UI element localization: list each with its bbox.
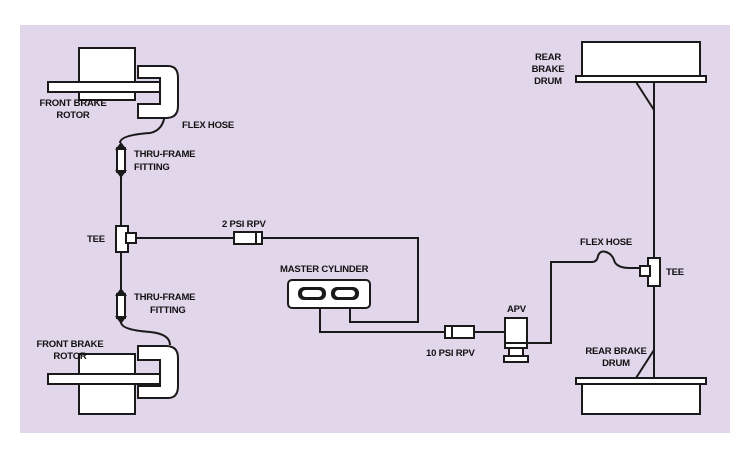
2psi-to-master-line [262, 237, 419, 323]
rear-brake-drum-top [575, 41, 707, 83]
label-master-cylinder: MASTER CYLINDER [280, 264, 369, 275]
label-flex-hose-left: FLEX HOSE [182, 120, 234, 131]
thru-frame-fitting-top [115, 142, 127, 178]
front-flex-hose-top [119, 109, 166, 144]
label-10psi-rpv: 10 PSI RPV [426, 348, 476, 359]
front-caliper-bottom [137, 345, 179, 399]
label-thru-frame-top-2: FITTING [134, 162, 170, 173]
front-flex-hose-bottom [120, 321, 171, 346]
label-front-brake-rotor-top-2: ROTOR [56, 110, 89, 121]
label-front-brake-rotor-bottom: FRONT BRAKE [37, 339, 104, 350]
thru-frame-fitting-bottom [115, 288, 127, 324]
rpv-2psi-valve [233, 231, 263, 245]
master-cylinder [287, 279, 371, 309]
labels: FRONT BRAKE ROTOR FLEX HOSE THRU-FRAME F… [37, 52, 685, 369]
label-tee-left: TEE [87, 234, 105, 245]
label-thru-frame-bottom-2: FITTING [150, 305, 186, 316]
apv-to-rear-line [527, 261, 582, 344]
rear-flex-hose [582, 250, 642, 269]
label-rear-brake-drum-top-3: DRUM [534, 76, 562, 87]
label-tee-right: TEE [666, 267, 684, 278]
front-caliper-top [137, 65, 179, 119]
label-thru-frame-bottom: THRU-FRAME [134, 292, 195, 303]
apv-valve [503, 317, 529, 363]
rear-brake-drum-bottom [575, 377, 707, 415]
rear-drum-bottom-connector [635, 349, 655, 379]
label-rear-brake-drum-top: REAR [535, 52, 561, 63]
rpv-10psi-valve [444, 325, 475, 339]
tee-fitting-left [115, 225, 137, 253]
label-apv: APV [507, 304, 527, 315]
front-brake-rotor-top [47, 47, 179, 119]
label-2psi-rpv: 2 PSI RPV [222, 219, 266, 230]
label-front-brake-rotor-top: FRONT BRAKE [40, 98, 107, 109]
front-brake-rotor-bottom [47, 345, 179, 415]
tee-fitting-right [639, 257, 661, 287]
label-rear-brake-drum-bottom-2: DRUM [602, 358, 630, 369]
label-thru-frame-top: THRU-FRAME [134, 149, 195, 160]
label-front-brake-rotor-bottom-2: ROTOR [53, 351, 86, 362]
label-flex-hose-right: FLEX HOSE [580, 237, 632, 248]
brake-lines [119, 80, 655, 379]
label-rear-brake-drum-top-2: BRAKE [532, 64, 565, 75]
rear-drum-top-connector [635, 81, 655, 111]
master-to-10psi-line [319, 306, 445, 333]
label-rear-brake-drum-bottom: REAR BRAKE [585, 346, 646, 357]
